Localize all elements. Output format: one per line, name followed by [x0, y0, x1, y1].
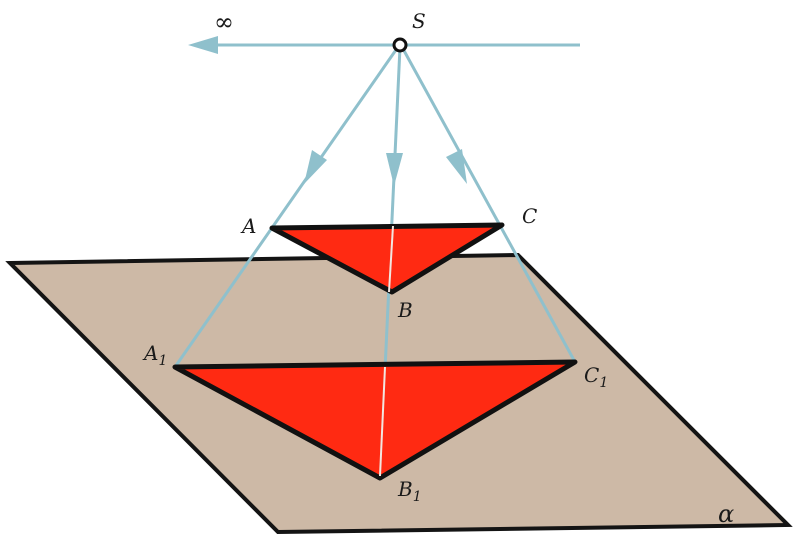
ray-bb1-through-a1b1c1	[379, 366, 386, 477]
infinity-label: ∞	[214, 8, 234, 36]
ray-sa1	[173, 46, 400, 368]
original-triangle-abc	[269, 222, 505, 295]
vertex-c1-label: C1	[584, 363, 608, 391]
vertex-a-label: A	[240, 214, 256, 238]
vertex-c-label: C	[522, 204, 537, 228]
ray-a-arrow-icon	[304, 150, 327, 184]
plane-label: α	[718, 500, 734, 528]
ray-c-arrow-icon	[446, 149, 467, 184]
center-point-icon	[392, 37, 408, 53]
ray-sc1	[400, 46, 577, 363]
center-label: S	[412, 9, 426, 33]
ray-b-arrow-icon	[386, 153, 403, 186]
vertex-b1-label: B1	[397, 477, 422, 505]
projected-triangle-a1b1c1	[172, 359, 578, 481]
ray-sb-through-abc	[388, 225, 394, 293]
vertex-a1-label: A1	[142, 341, 167, 369]
vertex-b-label: B	[397, 298, 413, 322]
infinity-arrow-icon	[188, 36, 218, 54]
